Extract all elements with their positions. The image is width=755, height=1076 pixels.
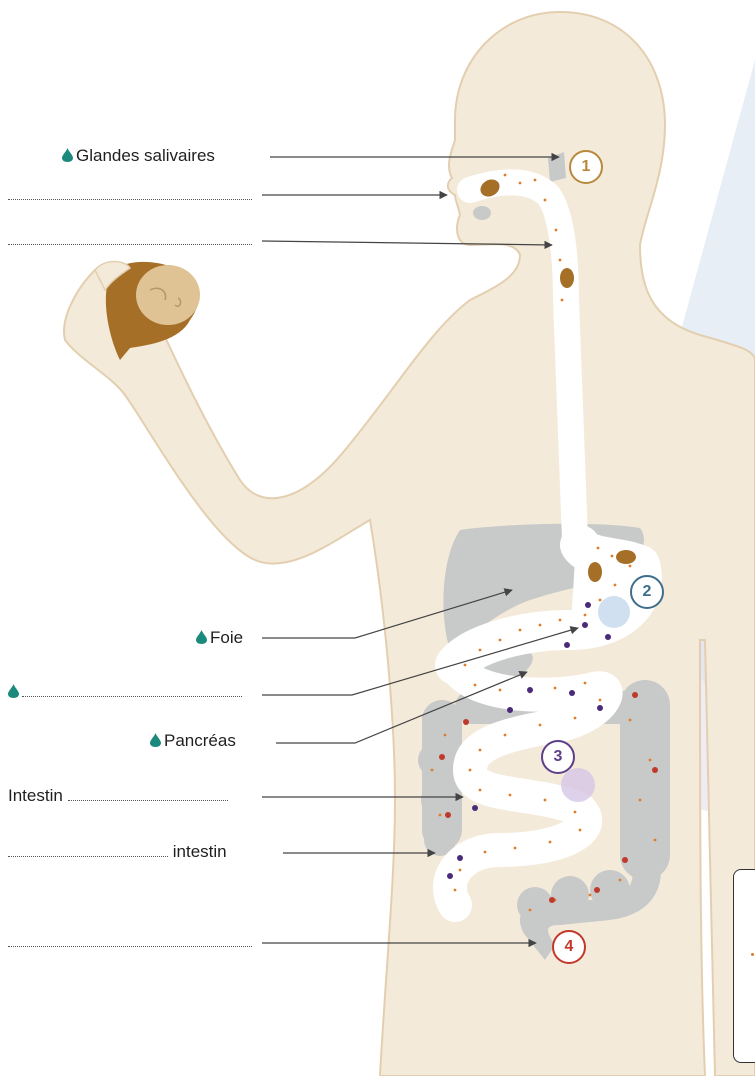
liver-label-text: Foie [210,628,243,647]
label-pancreas: Pancréas [150,731,236,751]
stage-number-1: 1 [569,150,603,184]
water-drop-icon [8,684,19,698]
water-drop-icon [196,630,207,644]
salivary-label-text: Glandes salivaires [76,146,215,165]
label-large-intestine: intestin [8,842,227,862]
blank-stomach [8,682,242,702]
blank-mouth [8,185,252,205]
pancreas-label-text: Pancréas [164,731,236,750]
blank-esophagus [8,230,252,250]
zoom-focus-intestine [561,768,595,802]
label-liver: Foie [196,628,243,648]
large-intestine-label-text: intestin [173,842,227,861]
blank-rectum [8,932,252,952]
label-salivary-glands: Glandes salivaires [62,146,215,166]
legend-enzyme-dot [751,953,754,956]
label-small-intestine: Intestin [8,786,228,806]
legend-box [733,869,755,1063]
water-drop-icon [62,148,73,162]
salivary-gland-2 [473,206,491,220]
zoom-focus-stomach [598,596,630,628]
stage-number-4: 4 [552,930,586,964]
body-silhouette [64,12,755,1076]
small-intestine-label-text: Intestin [8,786,63,805]
stage-number-3: 3 [541,740,575,774]
water-drop-icon [150,733,161,747]
stage-number-2: 2 [630,575,664,609]
